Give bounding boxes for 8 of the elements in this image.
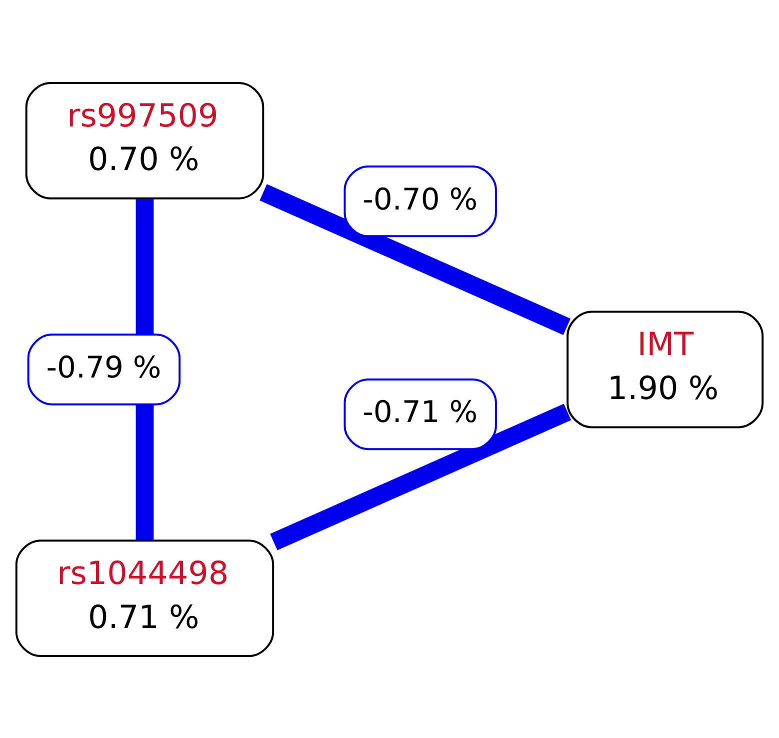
edge-label: -0.71 % <box>362 394 478 430</box>
edge-label: -0.79 % <box>46 350 162 385</box>
node-box: rs1044498 0.71 % <box>15 539 274 657</box>
connector <box>270 403 572 550</box>
node-box: IMT 1.90 % <box>566 310 764 428</box>
node-box: rs997509 0.70 % <box>25 81 264 199</box>
connector <box>260 184 571 335</box>
edge-label: -0.70 % <box>362 182 478 217</box>
